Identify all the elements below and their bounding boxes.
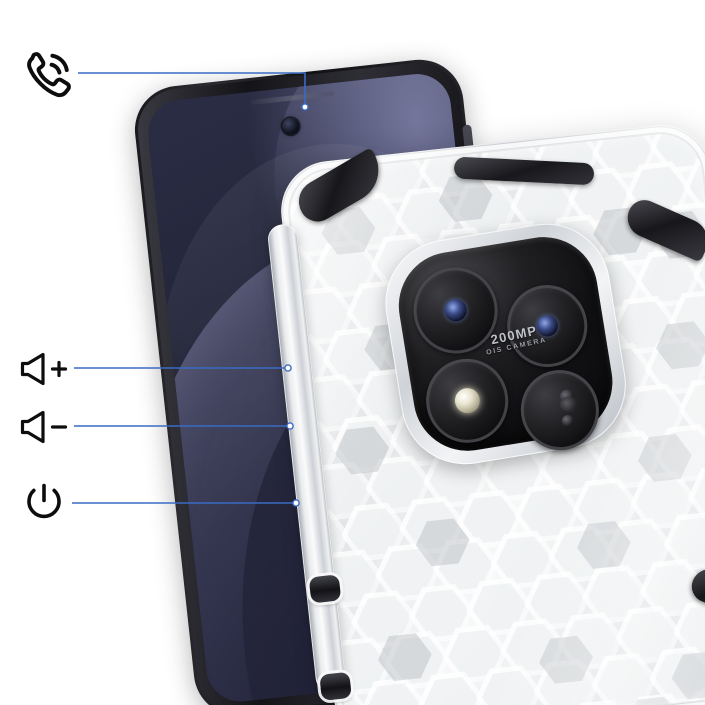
led-flash [420, 352, 515, 449]
phone-ringing-icon [18, 45, 74, 101]
camera-module-ring: 200MP OIS CAMERA [375, 214, 636, 474]
camera-module-plate: 200MP OIS CAMERA [390, 229, 621, 459]
rear-phone-in-case: 200MP OIS CAMERA [266, 120, 705, 705]
power-button-cover[interactable] [319, 671, 352, 701]
volume-button-cover[interactable] [308, 574, 342, 604]
sensor-dot-lower [560, 414, 575, 429]
sensor-dot-upper [558, 388, 575, 405]
camera-lens-ultrawide [501, 279, 594, 373]
power-icon [22, 480, 66, 524]
volume-down-icon [18, 408, 70, 446]
volume-up-icon [18, 350, 70, 388]
camera-lens-wide [407, 261, 504, 360]
